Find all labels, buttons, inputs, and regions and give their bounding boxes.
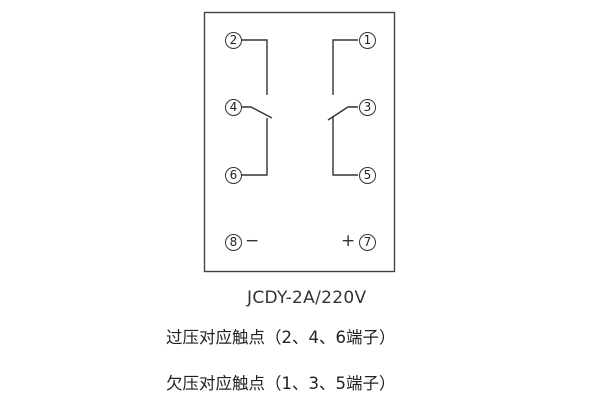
minus-sign: − bbox=[245, 231, 260, 251]
model-label: JCDY-2A/220V bbox=[247, 288, 367, 308]
overvoltage-note: 过压对应触点（2、4、6端子） bbox=[166, 328, 396, 347]
terminal-5: 5 bbox=[359, 167, 376, 184]
terminal-7: 7 bbox=[359, 234, 376, 251]
wire-terminal-5 bbox=[332, 116, 358, 176]
wire-terminal-6 bbox=[242, 118, 268, 176]
wire-terminal-1 bbox=[332, 39, 358, 95]
switch-arm-terminal-4 bbox=[242, 106, 273, 119]
plus-sign: + bbox=[341, 231, 356, 251]
terminal-8: 8 bbox=[225, 234, 242, 251]
terminal-2: 2 bbox=[225, 32, 242, 49]
relay-body-outline bbox=[203, 11, 396, 273]
terminal-3: 3 bbox=[359, 99, 376, 116]
terminal-6: 6 bbox=[225, 167, 242, 184]
undervoltage-note: 欠压对应触点（1、3、5端子） bbox=[166, 374, 396, 393]
wire-terminal-2 bbox=[242, 39, 268, 95]
terminal-4: 4 bbox=[225, 99, 242, 116]
terminal-1: 1 bbox=[359, 32, 376, 49]
switch-arm-terminal-3 bbox=[327, 106, 358, 121]
